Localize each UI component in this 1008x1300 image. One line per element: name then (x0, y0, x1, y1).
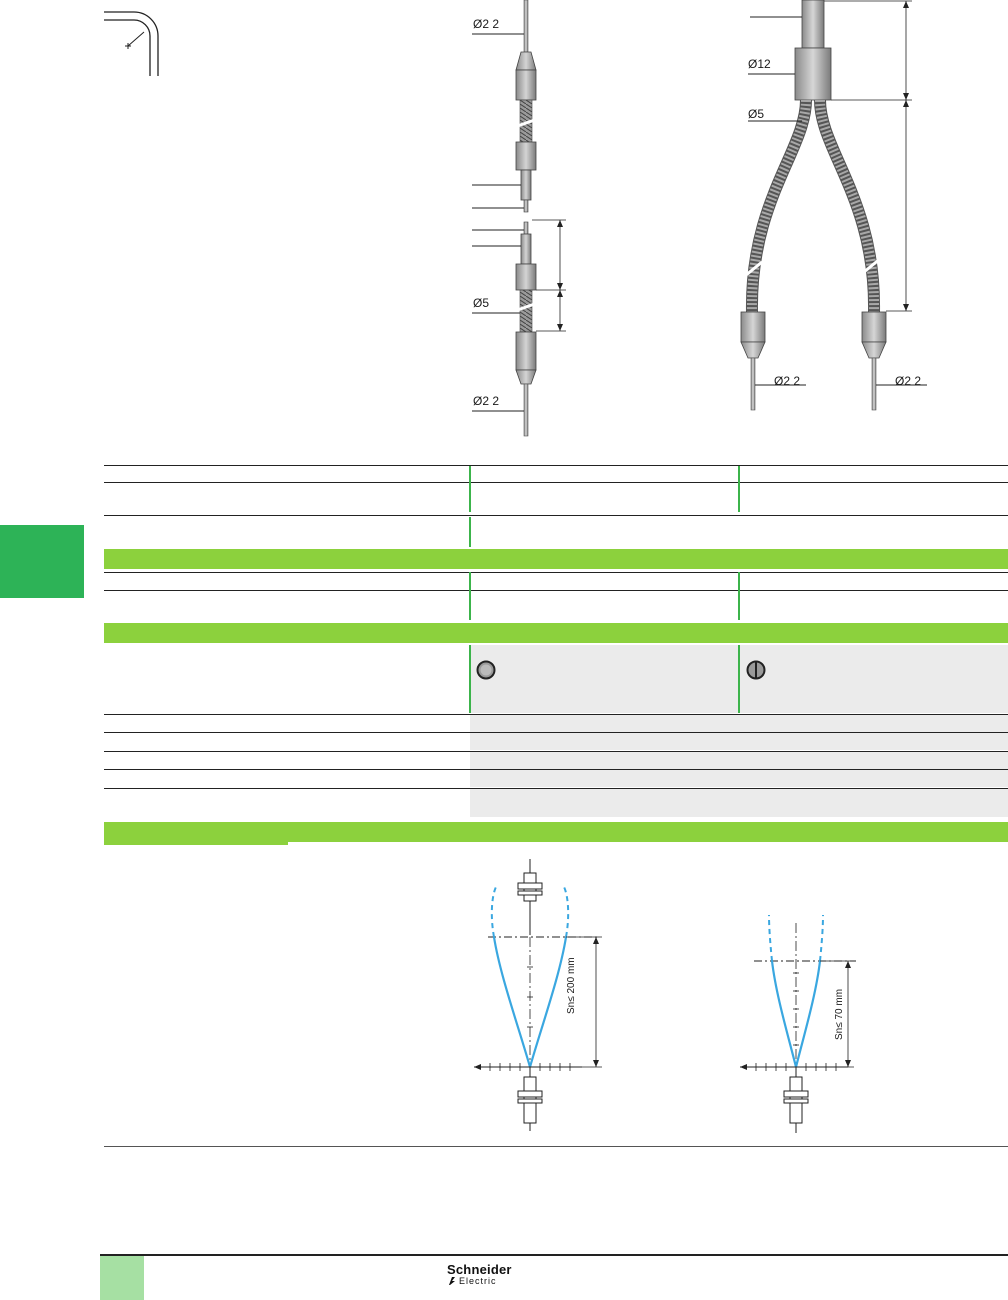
shared-value-cell (470, 770, 1008, 787)
logo-wordmark: Schneider (447, 1262, 512, 1277)
fiber-split-bundle-icon (746, 660, 766, 680)
beam-type-cell (470, 645, 738, 713)
table-rule (104, 465, 1008, 466)
content-end-rule (104, 1146, 1008, 1147)
left-bottom-diameter: Ø2 2 (473, 394, 500, 408)
shared-value-cell (470, 752, 1008, 769)
table-rule (104, 482, 1008, 483)
shared-value-cell (470, 733, 1008, 750)
shared-value-cell (470, 789, 1008, 817)
section-underline (104, 842, 288, 845)
right-sheath-diameter: Ø5 (748, 107, 765, 121)
column-divider (738, 572, 740, 620)
column-divider (469, 517, 471, 547)
detection-curve-wide (474, 859, 602, 1131)
wide-range-label: Sn≤ 200 mm (566, 957, 577, 1014)
section-band (104, 822, 1008, 842)
left-mid-diameter: Ø5 (473, 296, 490, 310)
left-top-diameter: Ø2 2 (473, 17, 500, 31)
table-rule (104, 572, 1008, 573)
table-rule (104, 590, 1008, 591)
column-divider (469, 466, 471, 512)
single-fiber-drawing (472, 0, 566, 437)
right-right-end-diameter: Ø2 2 (895, 374, 922, 388)
shared-value-cell (470, 715, 1008, 732)
right-head-diameter: Ø12 (748, 57, 771, 71)
section-band (104, 623, 1008, 643)
narrow-range-label: Sn≤ 70 mm (834, 988, 845, 1040)
fiber-random-bundle-icon (476, 660, 496, 680)
footer-tab (100, 1256, 144, 1300)
bend-radius-icon (104, 11, 159, 76)
column-divider (469, 645, 471, 713)
schneider-logo: Schneider Electric (447, 1263, 531, 1289)
table-rule (104, 751, 1008, 752)
section-band (104, 549, 1008, 569)
logo-subword: Electric (459, 1276, 497, 1286)
table-rule (104, 714, 1008, 715)
table-rule (104, 769, 1008, 770)
footer-rule (100, 1254, 1008, 1256)
table-rule (104, 732, 1008, 733)
table-rule (104, 515, 1008, 516)
bifurcated-fiber-drawing (740, 0, 927, 411)
section-side-tab (0, 525, 84, 598)
column-divider (738, 645, 740, 713)
column-divider (738, 466, 740, 512)
right-left-end-diameter: Ø2 2 (774, 374, 801, 388)
detection-curve-narrow (740, 914, 856, 1133)
logo-subline: Electric (447, 1276, 531, 1286)
electric-mark-icon (449, 1277, 455, 1285)
beam-type-cell (740, 645, 1008, 713)
column-divider (469, 572, 471, 620)
table-rule (104, 788, 1008, 789)
